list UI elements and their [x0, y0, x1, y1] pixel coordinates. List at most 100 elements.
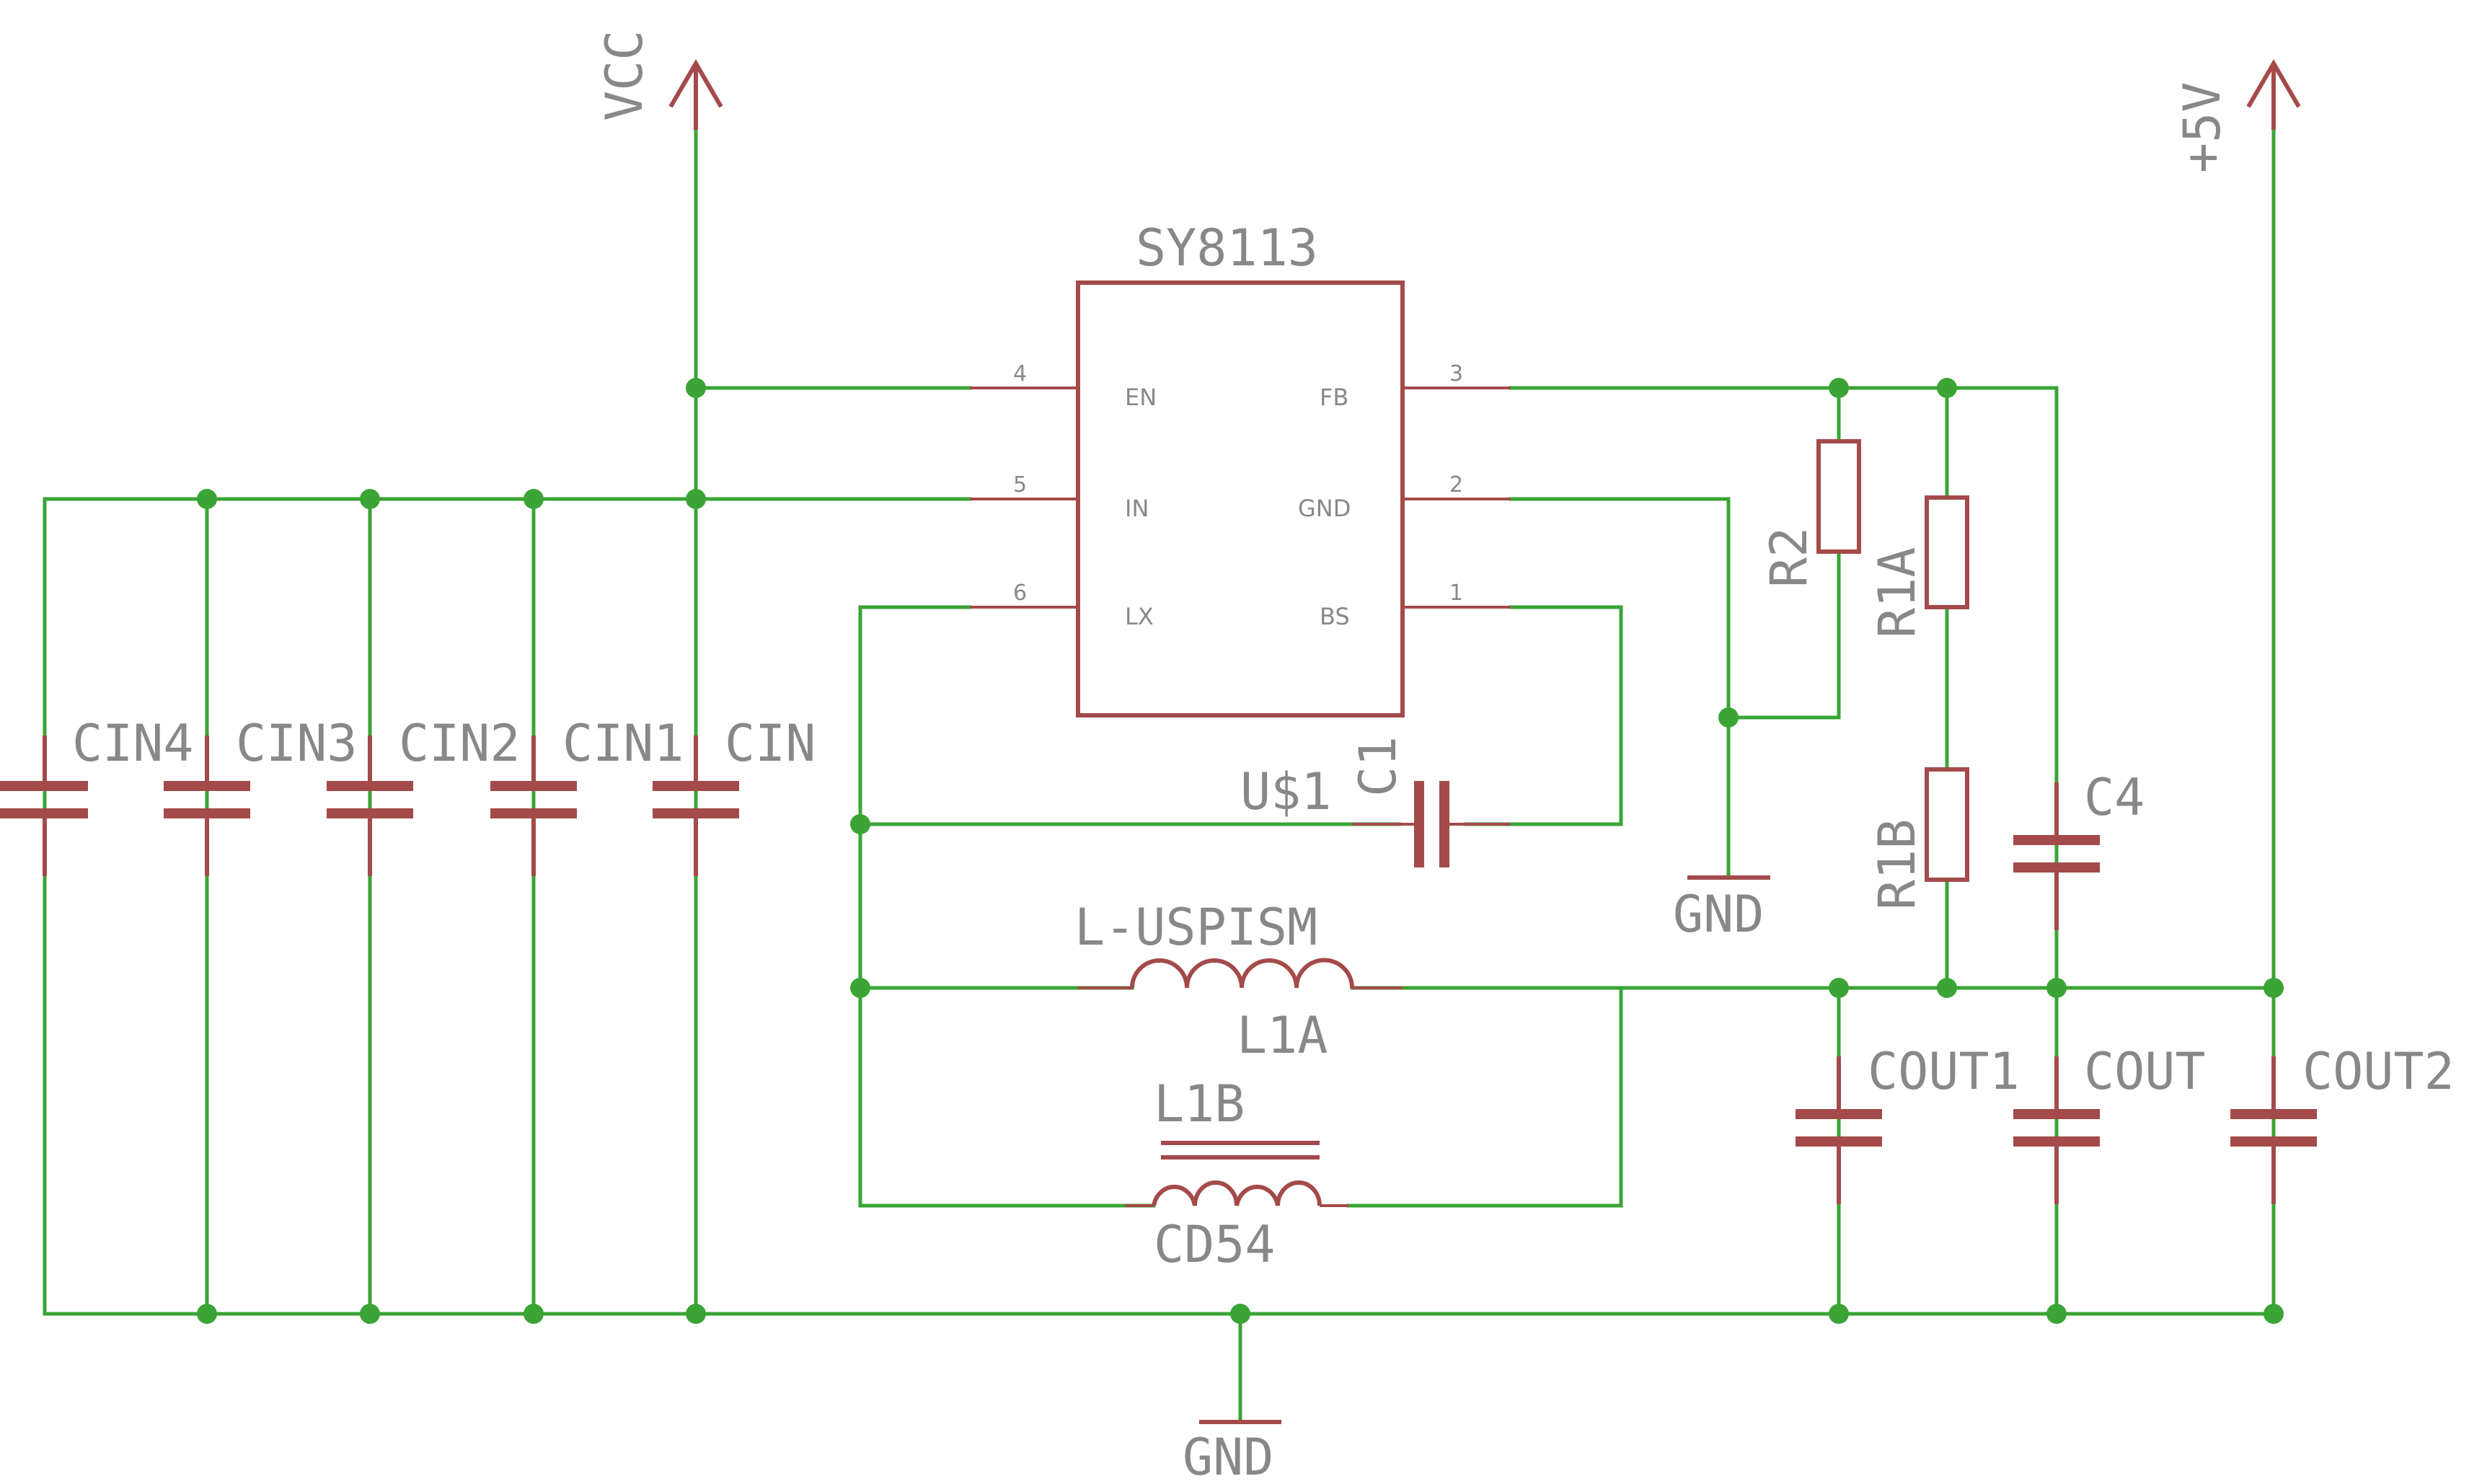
l1a-value: L-USPISM	[1074, 898, 1317, 957]
resistor-r1b: R1B	[1868, 767, 1969, 910]
pin-number: 2	[1449, 472, 1463, 498]
r1a-label: R1A	[1868, 547, 1927, 638]
capacitor-icon	[327, 781, 413, 818]
wire-gnd-pin	[1509, 497, 1731, 880]
junction-dot	[2046, 1304, 2067, 1324]
capacitor-cout2: COUT2	[2230, 1042, 2455, 1204]
wire-l1b-right	[1346, 986, 1623, 1208]
r2-label: R2	[1759, 527, 1819, 588]
junction-dot	[2264, 978, 2284, 998]
junction-dot	[2264, 1304, 2284, 1324]
capacitor-cin4-left	[0, 736, 88, 876]
junction-dot	[1937, 378, 1957, 398]
ic-instance: U$1	[1240, 762, 1331, 821]
pin-name: IN	[1125, 495, 1149, 522]
ic-sy8113: SY8113 U$1 4 5 6 3 2 1 EN IN LX FB GND B…	[970, 218, 1511, 821]
l1b-name: L1B	[1154, 1074, 1245, 1134]
vcc-arrow-icon	[668, 59, 723, 130]
inductor-icon	[1152, 1180, 1322, 1206]
junction-dot	[1937, 978, 1957, 998]
junction-dot	[850, 978, 870, 998]
l1b-value: CD54	[1154, 1215, 1276, 1274]
pin-number: 1	[1449, 580, 1463, 606]
capacitor-icon	[1414, 781, 1449, 867]
pin-name: FB	[1320, 384, 1348, 411]
junction-dot	[686, 489, 706, 509]
capacitor-icon	[0, 781, 88, 818]
junction-dot	[686, 1304, 706, 1324]
junction-dot	[2046, 978, 2067, 998]
inductor-core-icon	[1161, 1141, 1320, 1160]
cin-label: CIN	[725, 714, 816, 773]
resistor-icon	[1925, 495, 1969, 609]
gnd-bottom-label: GND	[1183, 1428, 1273, 1484]
wire-c1-right	[1463, 605, 1623, 826]
pin-name: BS	[1320, 603, 1350, 630]
l1a-name: L1A	[1237, 1006, 1328, 1065]
c1-label: C1	[1348, 736, 1408, 797]
pin-number: 4	[1013, 361, 1027, 387]
capacitor-icon	[2013, 1109, 2100, 1147]
junction-dot	[850, 814, 870, 834]
junction-dot	[1829, 1304, 1849, 1324]
capacitor-c1: C1	[1348, 736, 1511, 867]
junctions	[197, 378, 2284, 1324]
c4-label: C4	[2084, 768, 2145, 827]
gnd-fb-label: GND	[1673, 885, 1764, 944]
cout1-label: COUT1	[1868, 1042, 2020, 1101]
cin2-label: CIN2	[399, 714, 521, 773]
pin-name: EN	[1125, 384, 1157, 411]
resistor-r1a: R1A	[1868, 495, 1969, 638]
cin4-label: CIN4	[72, 714, 194, 773]
capacitor-c4: C4	[2013, 768, 2145, 930]
junction-dot	[686, 378, 706, 398]
plus5v-supply: +5V	[2173, 59, 2301, 173]
capacitor-cout1: COUT1	[1796, 1042, 2020, 1204]
capacitor-icon	[164, 781, 250, 818]
capacitor-cin: CIN1 CIN	[562, 714, 816, 876]
vcc-label: VCC	[595, 30, 654, 121]
junction-dot	[197, 1304, 217, 1324]
junction-dot	[524, 1304, 544, 1324]
plus5v-label: +5V	[2173, 82, 2232, 173]
junction-dot	[524, 489, 544, 509]
gnd-bottom-symbol: GND	[1183, 1420, 1281, 1484]
r1b-label: R1B	[1868, 819, 1927, 910]
pin-name: LX	[1125, 603, 1154, 630]
resistor-r2: R2	[1759, 439, 1861, 588]
pin-name: GND	[1298, 495, 1351, 522]
capacitor-icon	[653, 781, 739, 818]
plus5v-arrow-icon	[2246, 59, 2301, 130]
vcc-supply: VCC	[595, 30, 723, 130]
pin-number: 6	[1013, 580, 1027, 606]
capacitor-cout: COUT	[2013, 1042, 2206, 1204]
cout2-label: COUT2	[2302, 1042, 2455, 1101]
capacitor-cin4: CIN4	[72, 714, 250, 876]
junction-dot	[1829, 978, 1849, 998]
cout-label: COUT	[2084, 1042, 2206, 1101]
junction-dot	[360, 1304, 380, 1324]
junction-dot	[1718, 707, 1739, 728]
junction-dot	[197, 489, 217, 509]
pin-number: 5	[1013, 472, 1027, 498]
resistor-icon	[1925, 767, 1969, 882]
cin1-label: CIN1	[562, 714, 684, 773]
capacitor-cin2: CIN2	[399, 714, 577, 876]
wire-r2-bottom	[1726, 549, 1841, 720]
ic-name: SY8113	[1136, 218, 1318, 278]
cin3-label: CIN3	[236, 714, 358, 773]
gnd-fb-symbol: GND	[1673, 875, 1770, 944]
wire-fb	[1509, 386, 2059, 1316]
capacitor-icon	[2230, 1109, 2317, 1147]
capacitor-icon	[490, 781, 577, 818]
capacitor-icon	[2013, 835, 2100, 873]
resistor-icon	[1816, 439, 1861, 554]
inductor-icon	[1130, 958, 1354, 989]
capacitor-icon	[1796, 1109, 1882, 1147]
junction-dot	[360, 489, 380, 509]
junction-dot	[1829, 378, 1849, 398]
junction-dot	[1230, 1304, 1250, 1324]
capacitor-cin3: CIN3	[236, 714, 413, 876]
pin-number: 3	[1449, 361, 1463, 387]
